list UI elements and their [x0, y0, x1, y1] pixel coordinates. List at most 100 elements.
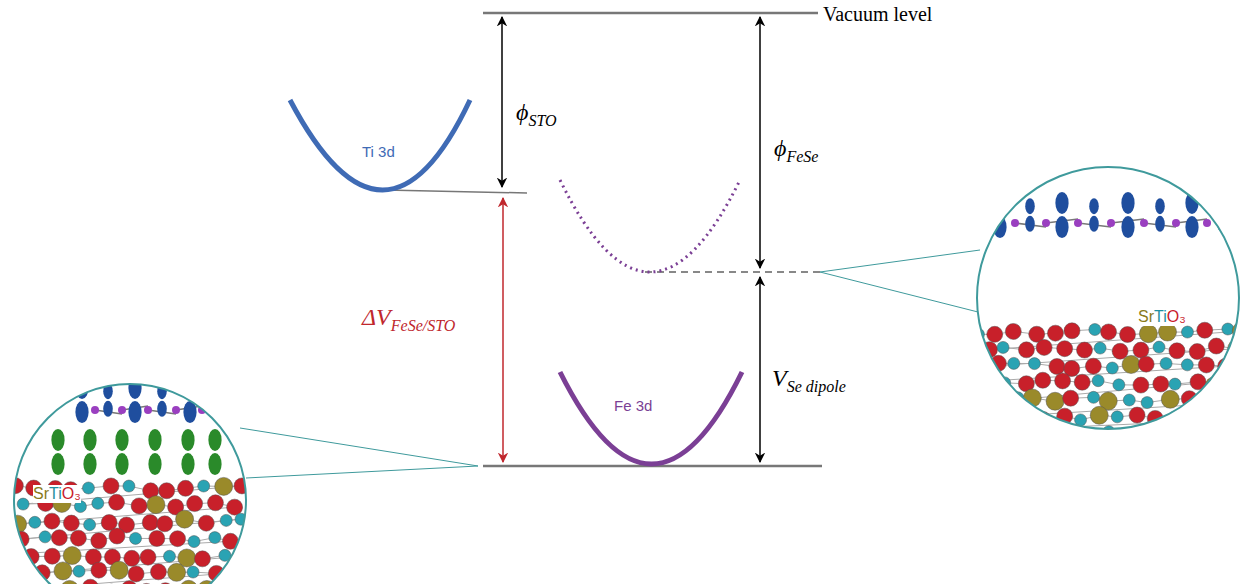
leader-line [820, 250, 980, 272]
math-symbol: ϕSTO [516, 100, 557, 129]
atom [54, 562, 72, 580]
orbital-lobe [148, 429, 161, 451]
atom [220, 514, 232, 526]
leader-line [820, 272, 978, 312]
atom [1057, 408, 1073, 424]
atom [1217, 427, 1233, 443]
atom [1190, 374, 1206, 390]
atom [34, 565, 50, 581]
atom [150, 564, 166, 580]
atom [1146, 425, 1158, 437]
atom [7, 478, 23, 494]
bond-line [1014, 432, 1037, 435]
vacuum-level-line [483, 12, 818, 15]
leader-line [246, 466, 478, 478]
atom [198, 515, 214, 531]
atom [180, 580, 198, 584]
atom [121, 581, 137, 584]
atom [1023, 389, 1041, 407]
atom [215, 477, 233, 495]
material-label: SrTiO₃ [1138, 308, 1186, 326]
atom [1153, 376, 1169, 392]
atom [1035, 372, 1051, 388]
atom [1085, 358, 1101, 374]
atom [1049, 358, 1065, 374]
bond-line [1207, 397, 1225, 398]
bond-line [1075, 432, 1090, 435]
atom [977, 410, 993, 426]
atom [170, 531, 186, 547]
orbital-lobe [148, 453, 161, 475]
atom [979, 373, 995, 389]
bond-line [1090, 432, 1109, 436]
atom [23, 579, 39, 584]
atom [214, 580, 230, 584]
atom [103, 478, 119, 494]
atom [1222, 323, 1234, 335]
orbital-lobe [103, 383, 113, 399]
atom [1199, 389, 1215, 405]
atom [1063, 390, 1079, 406]
bond-line [1152, 431, 1169, 434]
atom [1169, 378, 1181, 390]
atom [142, 515, 158, 531]
atom [1006, 427, 1022, 443]
se-atom [1172, 219, 1180, 227]
orbital-lobe [83, 453, 96, 475]
atom [163, 550, 175, 562]
atom [110, 561, 128, 579]
atom [1036, 339, 1052, 355]
atom [82, 482, 94, 494]
bond-line [1206, 433, 1225, 435]
fese-level-line [645, 271, 822, 273]
atom [1197, 322, 1213, 338]
atom [1101, 324, 1117, 340]
orbital-lobe [103, 401, 113, 417]
orbital-lobe [993, 192, 1006, 214]
atom [1046, 392, 1064, 410]
atom [109, 528, 125, 544]
inset-circle: SrTiO₃ [976, 166, 1240, 430]
atom [987, 326, 1003, 342]
orbital-lobe [208, 453, 221, 475]
atom [972, 395, 988, 411]
se-atom [1140, 219, 1148, 227]
atom [188, 536, 200, 548]
bond-line [980, 398, 997, 403]
atom [1161, 426, 1177, 442]
atom [194, 551, 210, 567]
se-atom [198, 406, 206, 414]
interface-structure [4, 377, 250, 584]
atom [9, 515, 27, 533]
atom [234, 478, 250, 494]
interface-structure [970, 192, 1240, 444]
atom [990, 355, 1006, 371]
orbital-lobe [83, 429, 96, 451]
atom [147, 496, 165, 514]
atom [1028, 358, 1040, 370]
atom [44, 513, 60, 529]
atom [13, 531, 29, 547]
atom [29, 516, 41, 528]
inset-ground [14, 384, 246, 584]
phi-sto-arrow [501, 17, 503, 187]
atom [1047, 325, 1063, 341]
bond-line [1188, 433, 1206, 435]
atom [1092, 375, 1104, 387]
atom [989, 390, 1005, 406]
orbital-lobe [1055, 216, 1068, 238]
atom [39, 531, 51, 543]
bond-line [1196, 415, 1212, 419]
bond-line [998, 434, 1014, 435]
atom [1089, 324, 1101, 336]
bond-line [1037, 431, 1057, 432]
level-label: Vacuum level [823, 4, 932, 24]
atom [84, 519, 96, 531]
orbital-lobe [1155, 198, 1165, 214]
orbital-lobe [1217, 198, 1227, 214]
atom [1218, 358, 1234, 374]
orbital-lobe [209, 401, 219, 417]
bond-line [26, 573, 42, 575]
fese-band-dotted [560, 180, 740, 272]
